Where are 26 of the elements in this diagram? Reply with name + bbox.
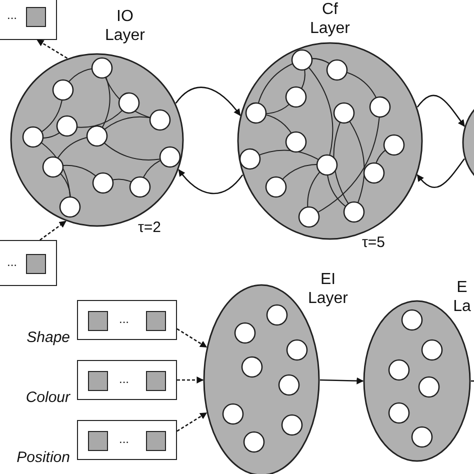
input-label: Position bbox=[16, 449, 70, 466]
ellipsis-text: ... bbox=[119, 312, 130, 326]
input-label: Shape bbox=[26, 329, 70, 346]
arrow bbox=[178, 169, 244, 194]
layer-title: E La bbox=[452, 278, 472, 316]
ellipsis-text: ... bbox=[7, 255, 18, 269]
ellipsis-text: ... bbox=[7, 8, 18, 22]
dashed-arrow bbox=[177, 376, 204, 384]
layer-title: IO Layer bbox=[104, 7, 146, 45]
input-box bbox=[0, 240, 57, 286]
connector-line bbox=[471, 380, 474, 382]
time-constant-label: τ=5 bbox=[362, 234, 386, 251]
ellipsis-text: ... bbox=[119, 372, 130, 386]
dashed-arrow bbox=[40, 220, 66, 241]
arrow bbox=[416, 158, 465, 188]
time-constant-label: τ=2 bbox=[138, 219, 162, 236]
arrow bbox=[320, 377, 364, 384]
layer-title: EI Layer bbox=[306, 270, 350, 308]
ellipsis-text: ... bbox=[119, 432, 130, 446]
input-label: Colour bbox=[26, 389, 70, 406]
arrow bbox=[175, 86, 241, 116]
arrow bbox=[416, 94, 465, 127]
layer-title: Cf Layer bbox=[308, 0, 352, 38]
dashed-arrow bbox=[36, 39, 68, 59]
dashed-arrow bbox=[176, 328, 208, 348]
dashed-arrow bbox=[176, 412, 208, 432]
